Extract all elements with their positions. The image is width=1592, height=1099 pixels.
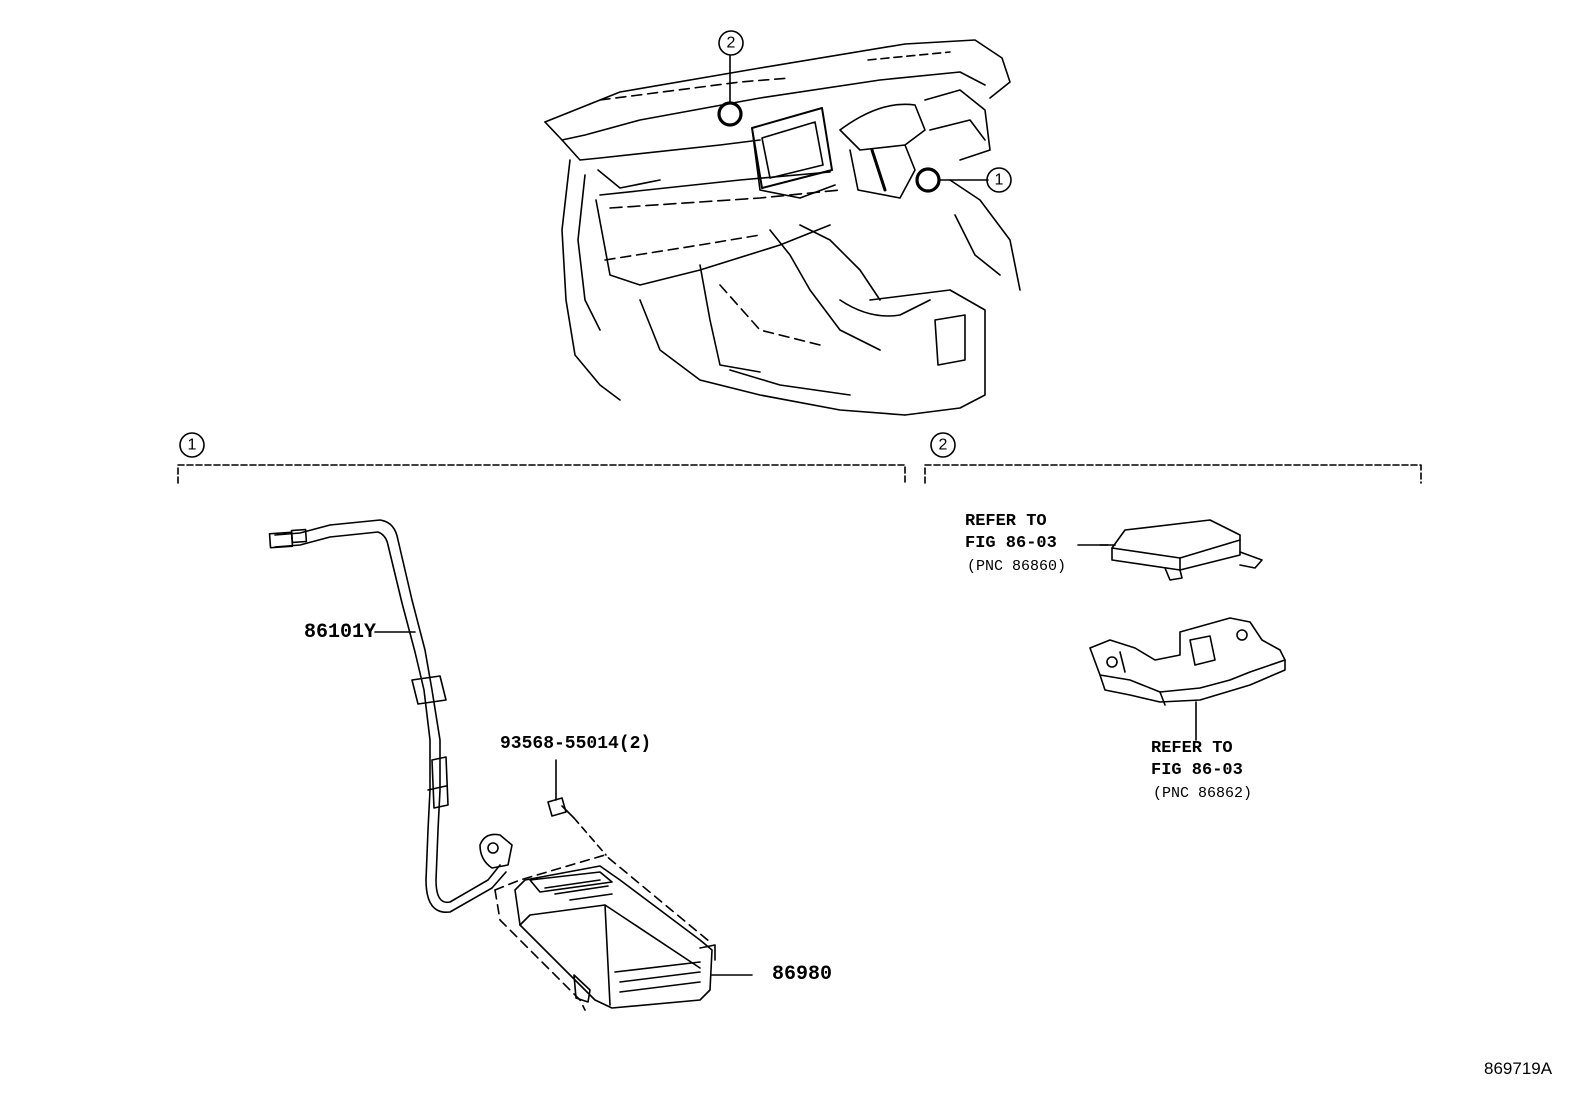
callout-2-top (718, 30, 744, 56)
callout-1-top (986, 167, 1012, 193)
module-86980-illustration (494, 854, 753, 1011)
reference-pnc[interactable]: (PNC 86860) (967, 558, 1067, 575)
section-2-bracket (924, 464, 1422, 484)
reference-line2[interactable]: FIG 86-03 (965, 534, 1057, 553)
section-1-marker (179, 432, 205, 458)
reference-line2[interactable]: FIG 86-03 (1151, 761, 1243, 780)
part-label-harness[interactable]: 86101Y (304, 621, 377, 644)
part-label-module[interactable]: 86980 (772, 963, 833, 986)
section-1-number: 1 (188, 437, 197, 454)
diagram-code: 869719A (1484, 1059, 1553, 1078)
dashboard-overview-illustration (544, 39, 1021, 416)
sensor-86860-illustration (1077, 519, 1263, 581)
callout-2-top-number: 2 (727, 35, 736, 52)
section-1-bracket (177, 464, 906, 484)
section-2-number: 2 (939, 437, 948, 454)
section-2-marker (930, 432, 956, 458)
part-label-screw[interactable]: 93568-55014(2) (500, 734, 652, 754)
reference-line1: REFER TO (965, 512, 1047, 531)
callout-1-top-number: 1 (995, 172, 1004, 189)
bracket-86862-illustration (1089, 617, 1286, 741)
reference-line1: REFER TO (1151, 739, 1233, 758)
harness-86101Y-illustration (268, 519, 513, 913)
reference-pnc[interactable]: (PNC 86862) (1153, 785, 1253, 802)
screw-illustration (547, 759, 607, 856)
